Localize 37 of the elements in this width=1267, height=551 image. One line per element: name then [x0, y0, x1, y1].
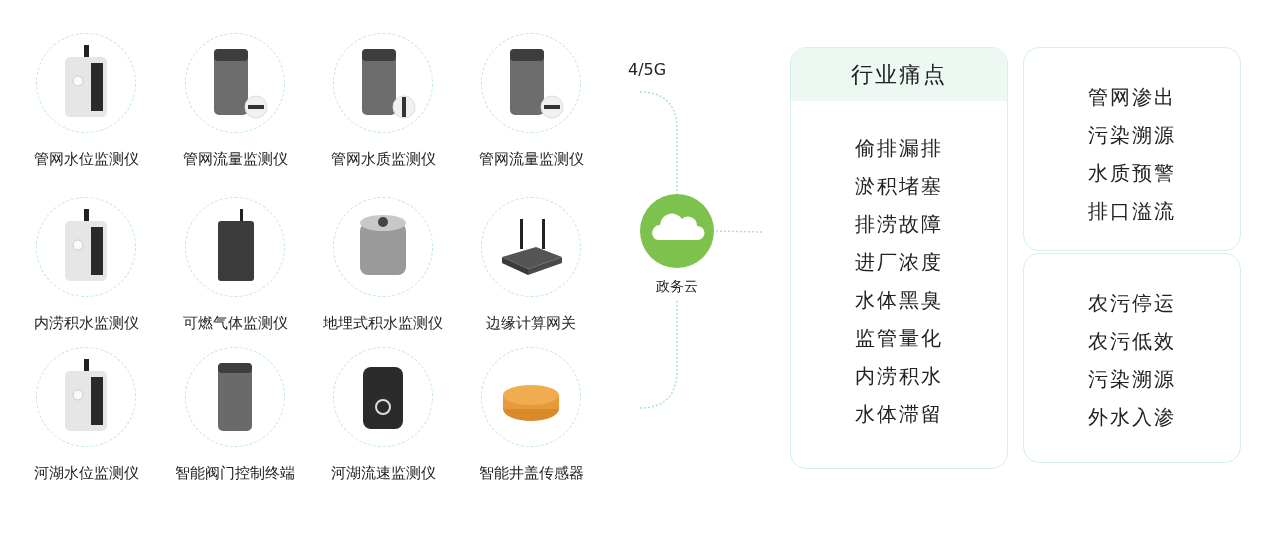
list-card — [1023, 253, 1241, 463]
dotted-connector — [639, 299, 678, 409]
list-item: 管网渗出 — [1088, 84, 1176, 111]
list-item: 内涝积水 — [855, 363, 943, 390]
device-label: 管网水质监测仪 — [330, 150, 436, 169]
list-item: 进厂浓度 — [855, 249, 943, 276]
device-label: 河湖流速监测仪 — [330, 464, 436, 483]
device-label: 管网水位监测仪 — [33, 150, 139, 169]
list-item: 污染溯源 — [1088, 366, 1176, 393]
list-item: 农污停运 — [1088, 290, 1176, 317]
dotted-connector — [639, 91, 678, 195]
network-label: 4/5G — [628, 60, 667, 79]
device-label: 边缘计算网关 — [486, 314, 576, 333]
list-item: 排口溢流 — [1088, 198, 1176, 225]
device-label: 地埋式积水监测仪 — [323, 314, 443, 333]
device-label: 内涝积水监测仪 — [33, 314, 139, 333]
device-label: 可燃气体监测仪 — [182, 314, 288, 333]
list-card — [1023, 47, 1241, 251]
list-item: 农污低效 — [1088, 328, 1176, 355]
list-item: 淤积堵塞 — [855, 173, 943, 200]
list-item: 外水入渗 — [1088, 404, 1176, 431]
device-label: 智能阀门控制终端 — [175, 464, 295, 483]
device-label: 管网流量监测仪 — [182, 150, 288, 169]
list-item: 水体黑臭 — [855, 287, 943, 314]
device-label: 管网流量监测仪 — [478, 150, 584, 169]
list-item: 排涝故障 — [855, 211, 943, 238]
card-header: 行业痛点 — [791, 48, 1007, 101]
list-card — [790, 47, 1008, 469]
dotted-connector — [713, 230, 763, 233]
list-item: 污染溯源 — [1088, 122, 1176, 149]
list-item: 监管量化 — [855, 325, 943, 352]
list-item: 水体滞留 — [855, 401, 943, 428]
list-item: 水质预警 — [1088, 160, 1176, 187]
list-item: 偷排漏排 — [855, 135, 943, 162]
cloud-label: 政务云 — [656, 278, 698, 296]
device-label: 智能井盖传感器 — [478, 464, 584, 483]
device-label: 河湖水位监测仪 — [33, 464, 139, 483]
